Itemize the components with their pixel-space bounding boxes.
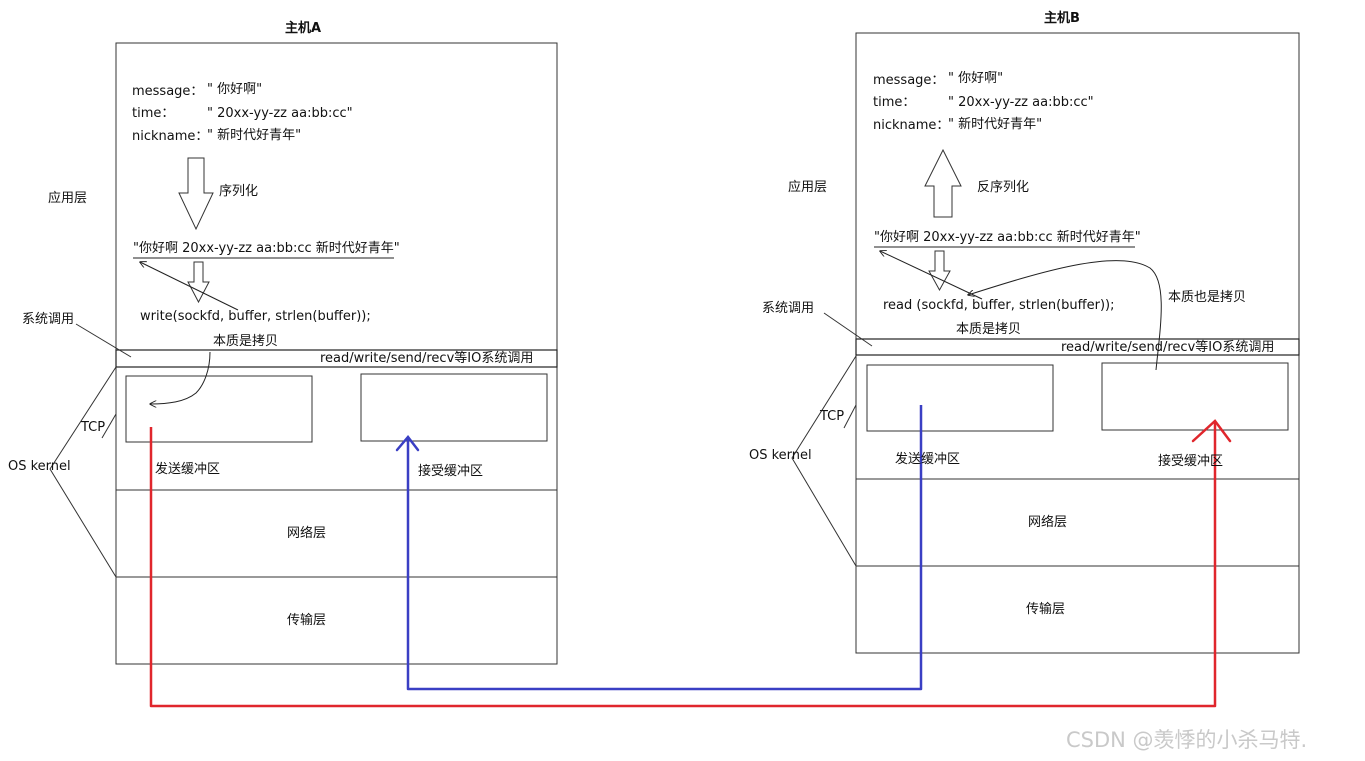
host-a-recv-buffer-label: 接受缓冲区	[418, 464, 484, 479]
host-a-side-lines	[49, 323, 132, 578]
host-b-send-buffer-label: 发送缓冲区	[895, 452, 961, 467]
host-a-send-buffer-box	[125, 375, 313, 443]
host-a-serialized-string: "你好啊 20xx-yy-zz aa:bb:cc 新时代好青年"	[133, 241, 400, 256]
host-b-transport-layer-label: 传输层	[1026, 602, 1066, 617]
host-b-read-call: read (sockfd, buffer, strlen(buffer));	[883, 298, 1115, 313]
host-a-copy-curve-arrow	[150, 351, 211, 404]
host-b-copy-note-also: 本质也是拷贝	[1168, 290, 1247, 305]
host-b-title: 主机B	[1044, 11, 1080, 26]
host-b-app-layer-label: 应用层	[788, 180, 828, 195]
red-data-path	[149, 419, 1232, 708]
host-b-copy-curve-arrow	[968, 260, 1162, 371]
host-a-small-down-arrow	[187, 261, 210, 304]
host-a-title: 主机A	[285, 21, 322, 36]
host-a-syscall-label: 系统调用	[22, 312, 75, 327]
host-a-copy-note: 本质是拷贝	[213, 334, 279, 349]
host-b-small-down-arrow	[928, 250, 951, 292]
host-a-syscall-bar-label: read/write/send/recv等IO系统调用	[320, 351, 534, 366]
host-a-network-layer-label: 网络层	[287, 526, 327, 541]
host-b-send-buffer-box	[866, 364, 1054, 432]
host-b-copy-up-arrow	[880, 251, 983, 300]
host-a-serialize-arrow	[178, 157, 214, 231]
host-b-copy-note: 本质是拷贝	[956, 322, 1022, 337]
host-b-syscall-label: 系统调用	[762, 301, 815, 316]
host-a-nickname-value: " 新时代好青年"	[207, 128, 302, 143]
host-b-network-layer-label: 网络层	[1028, 515, 1068, 530]
host-b-nickname-value: " 新时代好青年"	[948, 117, 1043, 132]
host-b-message-key: message：	[873, 73, 945, 88]
host-a-message-key: message：	[132, 84, 204, 99]
host-a-syscall-bar	[115, 349, 558, 368]
host-a-os-kernel-label: OS kernel	[8, 459, 71, 474]
host-b-nickname-key: nickname：	[873, 118, 950, 133]
host-b-message-value: " 你好啊"	[948, 71, 1004, 86]
host-a-tcp-label: TCP	[81, 420, 106, 435]
host-b-syscall-bar	[855, 338, 1300, 356]
host-a-nickname-key: nickname：	[132, 129, 209, 144]
host-b-serialized-string: "你好啊 20xx-yy-zz aa:bb:cc 新时代好青年"	[874, 230, 1141, 245]
host-a-transport-layer-label: 传输层	[287, 613, 327, 628]
host-b-deserialize-label: 反序列化	[977, 180, 1030, 195]
host-b-tcp-label: TCP	[820, 409, 845, 424]
host-a-serialize-label: 序列化	[219, 184, 259, 199]
host-b-os-kernel-label: OS kernel	[749, 448, 812, 463]
host-a-message-value: " 你好啊"	[207, 82, 263, 97]
host-a-copy-up-arrow	[140, 262, 239, 311]
host-b-time-value: " 20xx-yy-zz aa:bb:cc"	[948, 95, 1094, 110]
watermark: CSDN @羡悸的小杀马特.	[1066, 728, 1308, 752]
blue-data-path	[395, 405, 923, 691]
host-a-write-call: write(sockfd, buffer, strlen(buffer));	[140, 309, 371, 324]
host-b-deserialize-arrow	[924, 148, 962, 218]
host-b-time-key: time：	[873, 95, 916, 110]
host-a-send-buffer-label: 发送缓冲区	[155, 462, 221, 477]
host-b-side-lines	[791, 312, 873, 567]
host-a-app-layer-label: 应用层	[48, 191, 88, 206]
host-b-recv-buffer-box	[1101, 362, 1289, 431]
host-b-recv-buffer-label: 接受缓冲区	[1158, 454, 1224, 469]
host-a-time-key: time：	[132, 106, 175, 121]
host-a-time-value: " 20xx-yy-zz aa:bb:cc"	[207, 106, 353, 121]
host-a-recv-buffer-box	[360, 373, 548, 442]
host-b-syscall-bar-label: read/write/send/recv等IO系统调用	[1061, 340, 1275, 355]
